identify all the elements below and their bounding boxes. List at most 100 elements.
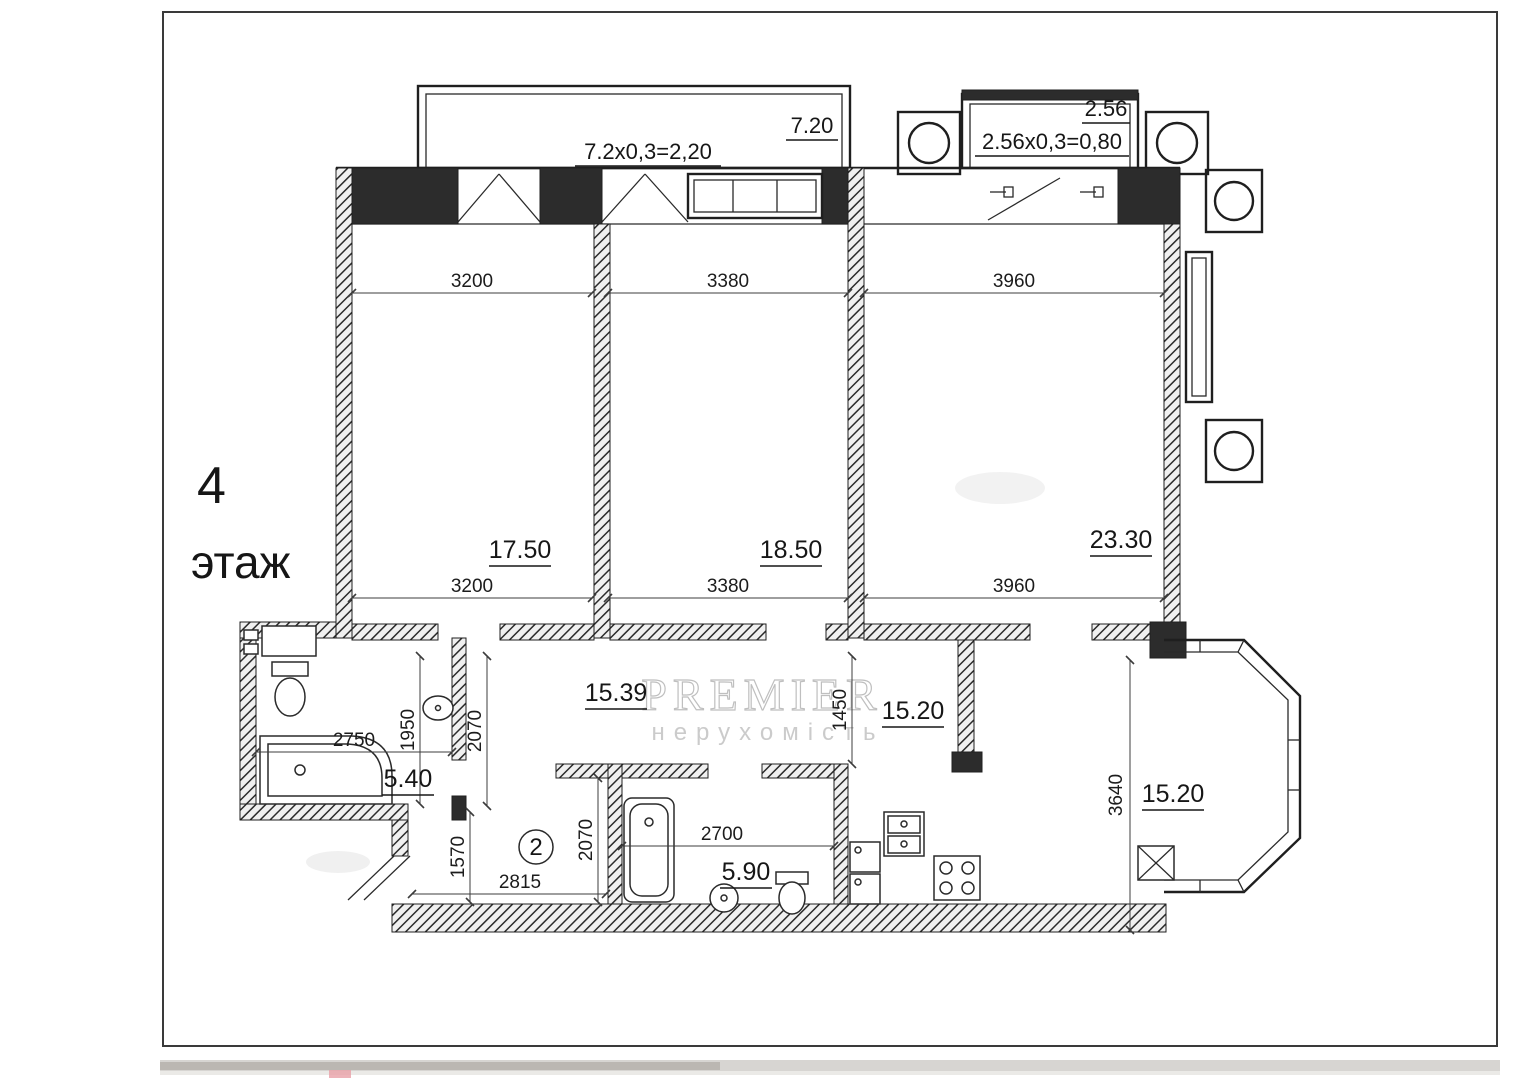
- scan-smudge: [160, 1060, 1500, 1071]
- wall-segment: [951, 751, 983, 773]
- sink-icon: [422, 695, 454, 721]
- toilet-icon: [775, 871, 809, 915]
- dim-text: 3200: [451, 271, 493, 292]
- bay-window: [1164, 638, 1302, 894]
- wall-segment: [825, 623, 849, 641]
- column-icon: [896, 110, 962, 176]
- bay-outer: [1164, 638, 1302, 894]
- balcony-formula: 7.2x0,3=2,20: [584, 139, 712, 164]
- wall-segment: [1117, 167, 1181, 225]
- wall-segment: [761, 763, 835, 779]
- scan-smudge: [160, 1062, 720, 1070]
- balcony-right: 2.56 2.56x0,3=0,80: [960, 89, 1140, 170]
- unit-number: 2: [529, 834, 542, 861]
- balcony-area-label: 2.56: [1085, 96, 1128, 121]
- pedestal-sink-icon: [709, 883, 739, 913]
- facade-shaft: [1184, 250, 1214, 404]
- stove-icon: [933, 855, 981, 901]
- room-area-label: 15.20: [1142, 780, 1205, 808]
- floor-word: этаж: [191, 536, 291, 588]
- bay-inner: [1164, 651, 1289, 881]
- wall-segment: [239, 803, 409, 821]
- window-opening-line: [498, 173, 541, 223]
- room-area-label: 5.90: [722, 858, 771, 886]
- wall-segment: [391, 903, 1167, 933]
- floor-number: 4: [197, 457, 226, 515]
- shelf-icon: [243, 643, 259, 655]
- room-area-label: 23.30: [1090, 526, 1153, 554]
- bathtub-icon: [623, 797, 675, 903]
- windows: [457, 172, 1104, 223]
- dim-text: 3380: [707, 576, 749, 597]
- wall-segment: [847, 167, 865, 639]
- shelf-icon: [243, 629, 259, 641]
- watermark-tagline: нерухомість: [651, 719, 884, 746]
- wall-segment: [1163, 223, 1181, 639]
- room-area-label: 18.50: [760, 536, 823, 564]
- wall-segment: [555, 763, 709, 779]
- scan-noise: [306, 472, 1045, 873]
- watermark: Premier нерухомість: [641, 668, 884, 746]
- balcony-area-label: 7.20: [791, 113, 834, 138]
- unit-circle: [518, 829, 554, 865]
- window-opening-line: [601, 173, 646, 223]
- bay-mullion: [1237, 639, 1245, 653]
- facade-columns: [896, 110, 1264, 484]
- dim-text: 2700: [701, 824, 743, 845]
- door-swing-line: [347, 855, 395, 901]
- kitchen-sink-icon: [883, 811, 925, 857]
- door-swing-line: [363, 855, 411, 901]
- dim-text: 2815: [499, 872, 541, 893]
- window-opening-line: [457, 173, 500, 223]
- column-icon: [1204, 418, 1264, 484]
- dim-text: 3960: [993, 271, 1035, 292]
- scan-smudge: [160, 1071, 1500, 1075]
- room-area-label: 5.40: [384, 765, 433, 793]
- column-icon: [1204, 168, 1264, 234]
- scan-mark: [329, 1070, 351, 1078]
- window-frame: [686, 172, 824, 220]
- boiler-icon: [261, 625, 317, 657]
- washer-icon: [849, 873, 881, 905]
- dim-text: 2750: [333, 730, 375, 751]
- dim-text: 3380: [707, 271, 749, 292]
- washer-icon: [849, 841, 881, 873]
- room-area-label: 15.20: [882, 697, 945, 725]
- unit-badge: 2: [518, 829, 554, 865]
- wall-segment: [351, 623, 439, 641]
- bay-sink-icon: [1137, 845, 1175, 881]
- dim-text: 1950: [398, 709, 419, 751]
- window-handle-icon: [990, 186, 1014, 198]
- wall-segment: [499, 623, 595, 641]
- wall-segment: [451, 795, 467, 821]
- room-labels: 17.50 18.50 23.30 15.39 15.20 5.40 5.90 …: [382, 526, 1205, 889]
- dim-text: 2070: [465, 710, 486, 752]
- window-opening-line: [644, 173, 689, 223]
- bay-mullion: [1237, 879, 1245, 893]
- scan-artifacts: [160, 1060, 1500, 1078]
- dim-text: 3200: [451, 576, 493, 597]
- balcony-top-band: [961, 89, 1139, 101]
- room-area-label: 17.50: [489, 536, 552, 564]
- door-swing-line: [987, 177, 1061, 221]
- watermark-brand: Premier: [641, 669, 882, 720]
- balcony-formula: 2.56x0,3=0,80: [982, 129, 1122, 154]
- walls: [239, 166, 1187, 933]
- floor-label: 4 этаж: [191, 457, 291, 588]
- dim-text: 3640: [1106, 774, 1127, 816]
- wall-segment: [957, 639, 975, 769]
- balcony-left: 7.20 7.2x0,3=2,20: [416, 84, 852, 170]
- wall-segment: [593, 223, 611, 639]
- wall-segment: [863, 623, 1031, 641]
- dim-text: 1570: [448, 836, 469, 878]
- entrance-door: [347, 855, 411, 901]
- room-area-label: 15.39: [585, 679, 648, 707]
- dim-text: 2070: [576, 819, 597, 861]
- dim-text: 1450: [830, 689, 851, 731]
- wall-segment: [391, 819, 409, 857]
- wall-segment: [335, 167, 459, 225]
- wall-segment: [607, 763, 623, 905]
- toilet-icon: [271, 661, 309, 717]
- wall-segment: [833, 763, 849, 905]
